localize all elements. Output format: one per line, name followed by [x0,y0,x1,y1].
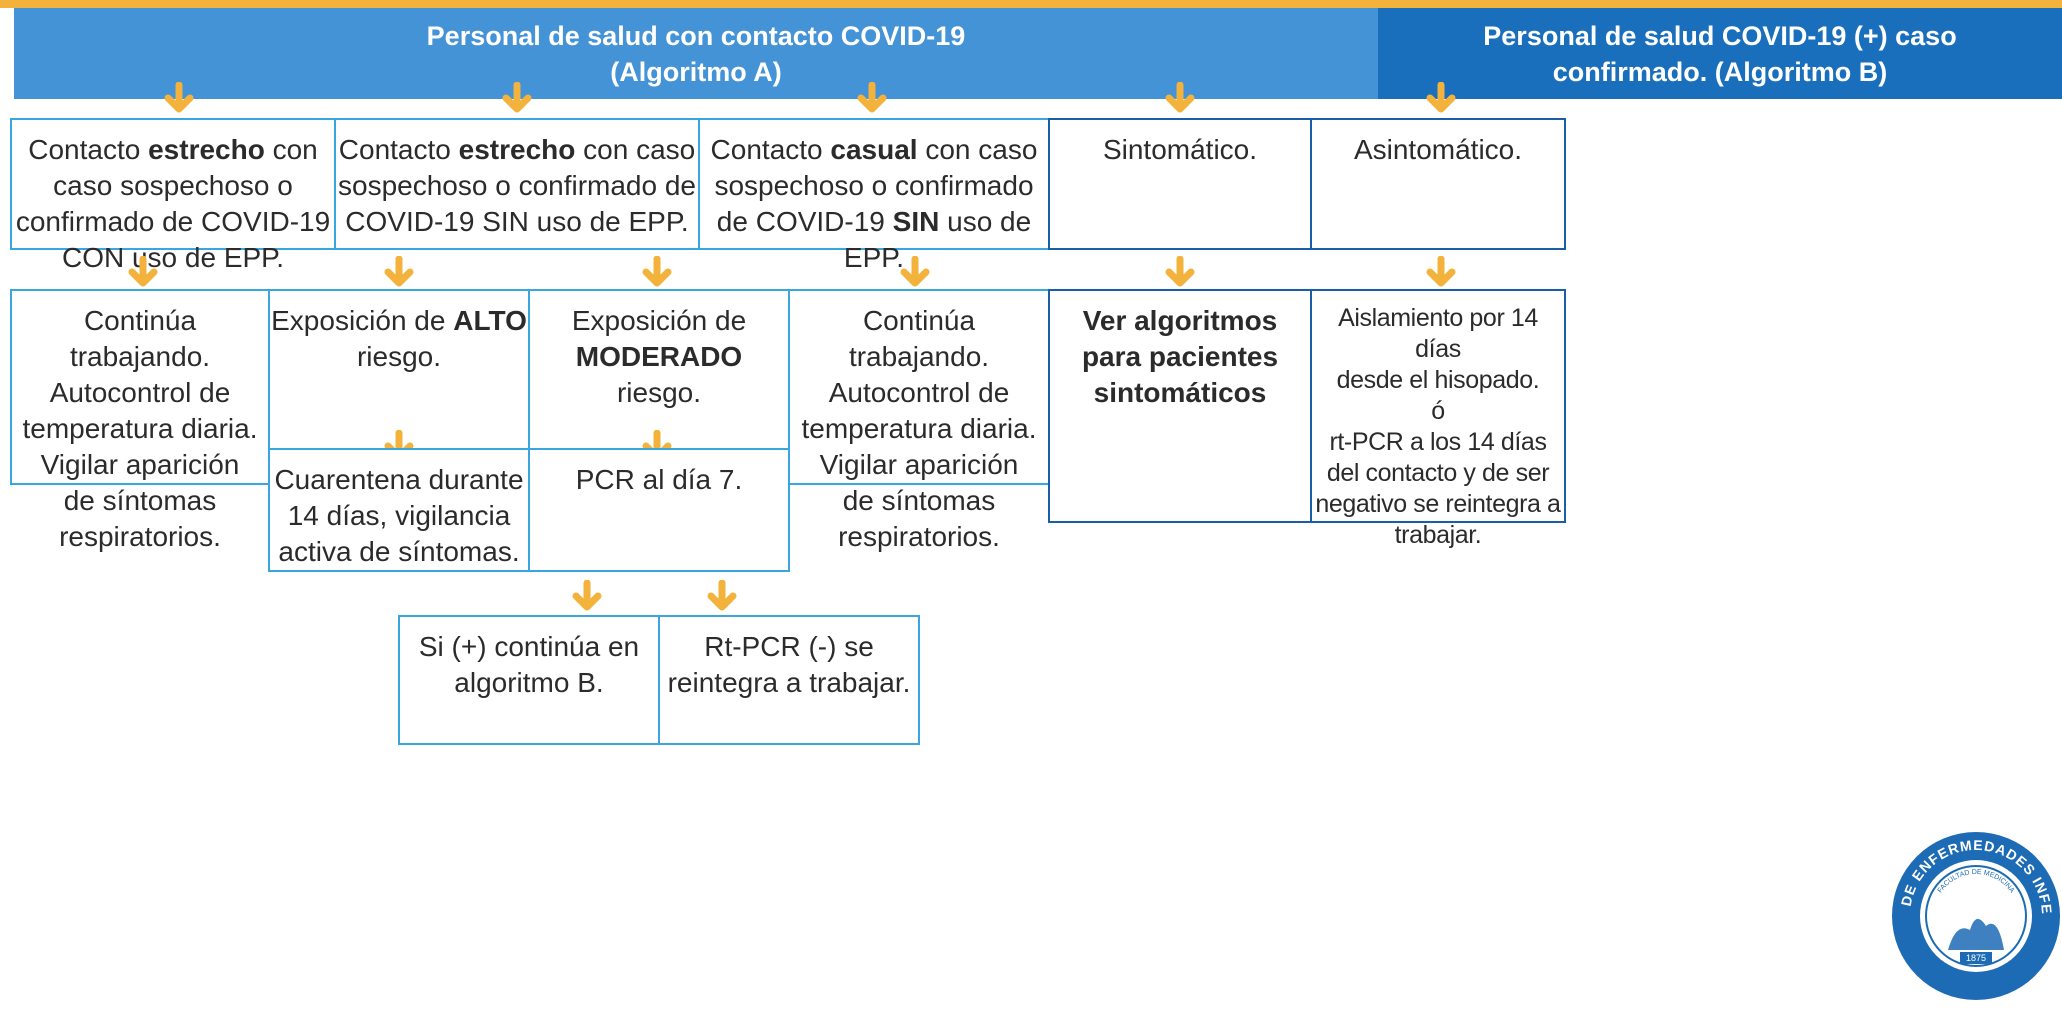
text: con caso [575,134,696,165]
arrow-down-icon [705,580,739,614]
text: desde el hisopado. [1336,366,1540,394]
box-contacto-estrecho-con-epp: Contacto estrecho con caso sospechoso o … [10,118,336,273]
arrow-down-icon [1163,256,1197,290]
text: Aislamiento por 14 días [1338,304,1538,363]
text: de síntomas [842,485,996,516]
text: Contacto [28,134,149,165]
text: respiratorios. [838,521,1000,552]
text: Sintomático. [1102,134,1258,165]
top-accent-line [0,0,2062,8]
bold-text: ALTO [453,305,527,336]
text: negativo se reintegra a [1315,490,1561,518]
header-b-line-2: confirmado. (Algoritmo B) [1552,56,1888,87]
text: algoritmo B. [454,667,604,698]
arrow-down-icon [500,82,534,116]
arrow-down-icon [1424,256,1458,290]
box-rt-pcr-negativo: Rt-PCR (-) se reintegra a trabajar. [658,615,920,745]
text: caso sospechoso o [53,170,293,201]
text: trabajar. [1394,521,1482,549]
text: reintegra a trabajar. [667,667,911,698]
box-cuarentena: Cuarentena durante 14 días, vigilancia a… [268,448,530,572]
text: CON uso de EPP. [61,242,285,273]
text: ó [1431,397,1445,425]
text: Vigilar aparición [40,449,240,480]
text: Si (+) continúa en [418,631,640,662]
box-continua-trabajando-2: Continúa trabajando. Autocontrol de temp… [788,289,1050,552]
text: Contacto [338,134,459,165]
text: COVID-19 SIN uso de EPP. [345,206,689,237]
catedra-seal-logo: CATEDRA DE ENFERMEDADES INFECCIOSAS FACU… [1890,830,2060,1000]
box-contacto-estrecho-sin-epp: Contacto estrecho con caso sospechoso o … [334,118,700,250]
text: uso de [939,206,1032,237]
text: Continúa trabajando. [848,305,990,372]
text: EPP. [843,242,905,273]
text: sospechoso o confirmado de [338,170,696,201]
text: Asintomático. [1353,134,1523,165]
text: Rt-PCR (-) se [704,631,874,662]
text: con caso [917,134,1038,165]
box-pcr-dia-7: PCR al día 7. [528,448,790,572]
text: sintomáticos [1093,377,1267,408]
text: Cuarentena durante [274,464,524,495]
text: riesgo. [616,377,702,408]
arrow-down-icon [898,256,932,290]
arrow-down-icon [640,256,674,290]
text: de COVID-19 [716,206,893,237]
arrow-down-icon [1424,82,1458,116]
text: Contacto [710,134,831,165]
arrow-down-icon [162,82,196,116]
text: Continúa trabajando. [69,305,211,372]
text: Ver algoritmos [1082,305,1278,336]
box-aislamiento: Aislamiento por 14 días desde el hisopad… [1310,289,1566,549]
box-asintomatico: Asintomático. [1310,118,1566,250]
text: Exposición de [271,305,454,336]
box-ver-algoritmos: Ver algoritmos para pacientes sintomátic… [1048,289,1312,523]
box-sintomatico: Sintomático. [1048,118,1312,250]
text: temperatura diaria. [801,413,1037,444]
bold-text: MODERADO [575,341,743,372]
text: respiratorios. [59,521,221,552]
text: 14 días, vigilancia [287,500,511,531]
text: activa de síntomas. [278,536,520,567]
text: Vigilar aparición [819,449,1019,480]
text: confirmado de COVID-19 [15,206,331,237]
text: riesgo. [356,341,442,372]
text: sospechoso o confirmado [714,170,1034,201]
header-algoritmo-a: Personal de salud con contacto COVID-19 … [14,8,1378,99]
box-si-positivo: Si (+) continúa en algoritmo B. [398,615,660,745]
arrow-down-icon [570,580,604,614]
text: con [264,134,318,165]
header-b-line-1: Personal de salud COVID-19 (+) caso [1483,20,1957,51]
text: PCR al día 7. [575,464,743,495]
arrow-down-icon [382,256,416,290]
bold-text: estrecho [458,134,576,165]
box-continua-trabajando-1: Continúa trabajando. Autocontrol de temp… [10,289,270,552]
arrow-down-icon [855,82,889,116]
header-a-line-1: Personal de salud con contacto COVID-19 [426,20,966,51]
text: Autocontrol de [49,377,231,408]
text: temperatura diaria. [22,413,258,444]
text: del contacto y de ser [1326,459,1550,487]
arrow-down-icon [126,256,160,290]
text: para pacientes [1081,341,1279,372]
logo-year: 1875 [1966,953,1986,963]
bold-text: SIN [892,206,940,237]
header-a-line-2: (Algoritmo A) [610,56,782,87]
text: Autocontrol de [828,377,1010,408]
bold-text: estrecho [148,134,265,165]
text: Exposición de [571,305,747,336]
text: de síntomas [63,485,217,516]
header-algoritmo-b: Personal de salud COVID-19 (+) caso conf… [1378,8,2062,99]
text: rt-PCR a los 14 días [1329,428,1547,456]
bold-text: casual [830,134,918,165]
arrow-down-icon [1163,82,1197,116]
box-contacto-casual: Contacto casual con caso sospechoso o co… [698,118,1050,273]
